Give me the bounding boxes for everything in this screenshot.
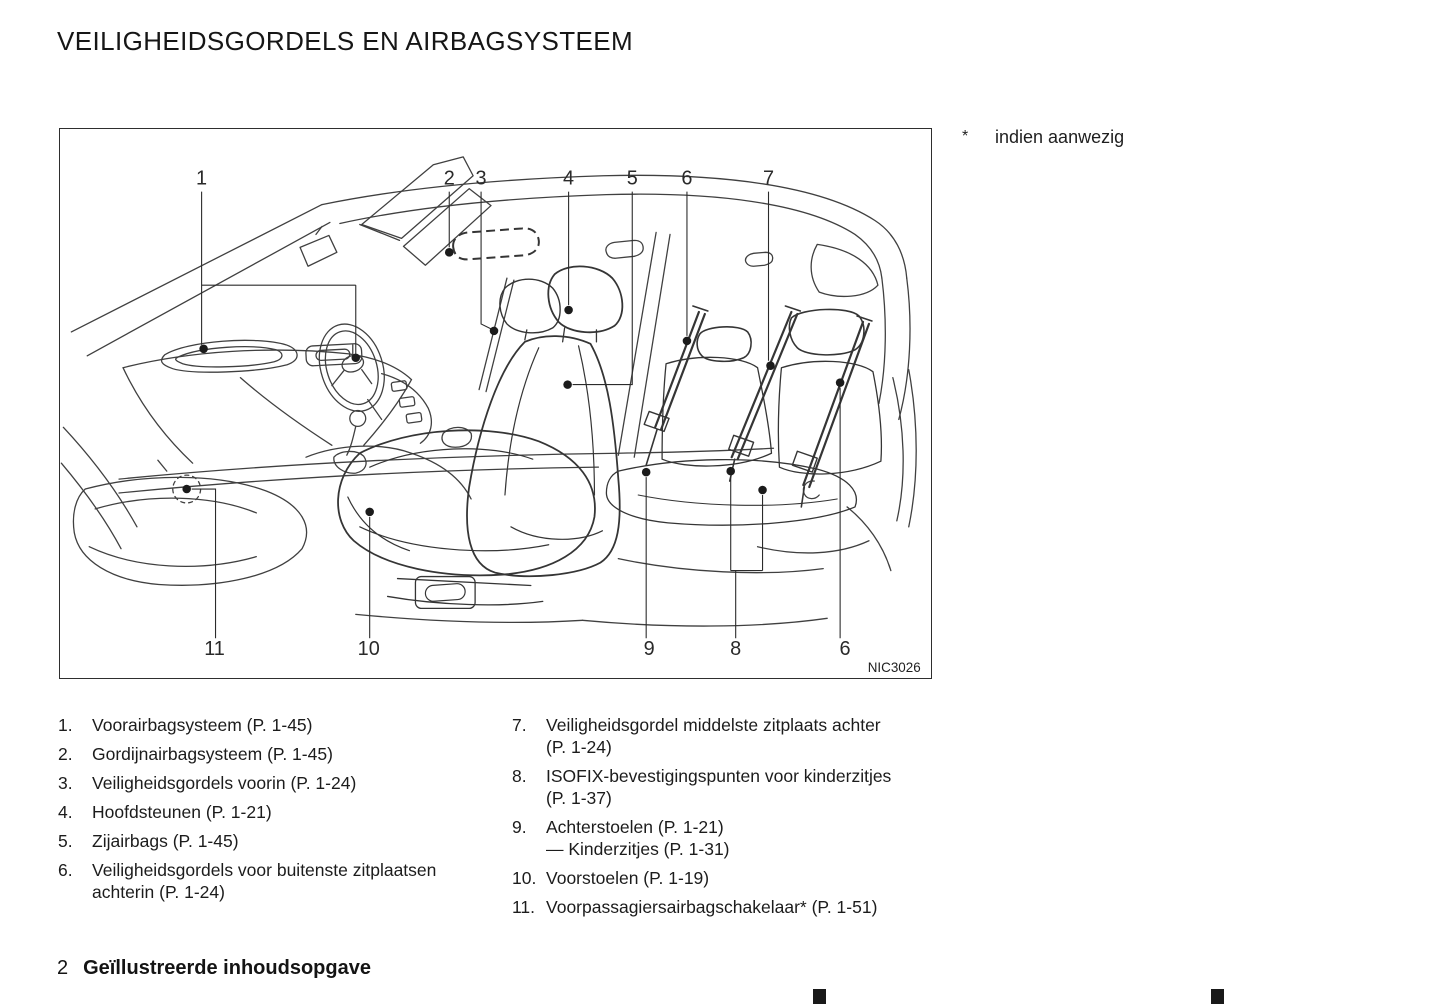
car-body-art [60,156,917,627]
legend-item-11: 11. Voorpassagiersairbagschakelaar* (P. … [512,896,940,918]
legend-item-number: 9. [512,817,527,837]
legend-item-number: 10. [512,868,537,888]
page-title: VEILIGHEIDSGORDELS EN AIRBAGSYSTEEM [57,26,634,56]
chapter-footer: 2 Geïllustreerde inhoudsopgave [57,957,371,980]
car-interior-line-art: 1 2 3 4 5 6 7 11 10 9 8 6 NIC3026 [60,156,921,675]
legend-item-1: 1. Voorairbagsysteem (P. 1-45) [58,714,510,736]
legend-item-10: 10. Voorstoelen (P. 1-19) [512,867,940,889]
legend-item-label: ISOFIX-bevestigingspunten voor kinderzit… [546,766,892,808]
legend-item-number: 8. [512,766,527,786]
callout-4: 4 [563,168,574,190]
legend-item-5: 5. Zijairbags (P. 1-45) [58,830,510,852]
legend-item-number: 3. [58,773,73,793]
legend-item-number: 7. [512,715,527,735]
callout-8: 8 [730,638,741,660]
legend-item-8: 8. ISOFIX-bevestigingspunten voor kinder… [512,765,940,809]
chapter-number: 2 [57,957,69,979]
legend-item-9: 9. Achterstoelen (P. 1-21)— Kinderzitjes… [512,816,940,860]
rear-seat-art [605,305,883,526]
legend-item-number: 11. [512,897,536,917]
callout-6-bottom: 6 [840,638,851,660]
thumb-index-tab-2 [1211,989,1224,1004]
legend-item-4: 4. Hoofdsteunen (P. 1-21) [58,801,510,823]
callout-2: 2 [444,168,455,190]
thumb-index-tab-1 [813,989,826,1004]
legend-item-label: Voorpassagiersairbagschakelaar* (P. 1-51… [546,897,878,917]
figure-code: NIC3026 [868,660,921,675]
legend-item-number: 4. [58,802,73,822]
callout-11: 11 [204,638,225,660]
legend-item-label: Hoofdsteunen (P. 1-21) [92,802,272,822]
legend-item-number: 2. [58,744,73,764]
front-seat-art [337,265,624,610]
callout-5: 5 [627,168,638,190]
legend-item-label: Veiligheidsgordels voor buitenste zitpla… [92,860,437,902]
legend-item-label: Voorairbagsysteem (P. 1-45) [92,715,313,735]
legend-item-number: 5. [58,831,73,851]
curtain-airbag-outline [452,227,540,261]
legend-item-6: 6. Veiligheidsgordels voor buitenste zit… [58,859,510,903]
footnote: * indien aanwezig [962,127,1124,148]
legend-item-label: Zijairbags (P. 1-45) [92,831,239,851]
legend-item-3: 3. Veiligheidsgordels voorin (P. 1-24) [58,772,510,794]
legend-right-column: 7. Veiligheidsgordel middelste zitplaats… [512,714,940,925]
callout-leader-lines [191,191,841,639]
callout-9: 9 [644,638,655,660]
legend-item-2: 2. Gordijnairbagsysteem (P. 1-45) [58,743,510,765]
legend-item-7: 7. Veiligheidsgordel middelste zitplaats… [512,714,940,758]
callout-6-top: 6 [681,168,692,190]
callout-3: 3 [476,168,487,190]
legend-item-label: Voorstoelen (P. 1-19) [546,868,710,888]
legend-left-column: 1. Voorairbagsysteem (P. 1-45) 2. Gordij… [58,714,510,910]
legend-item-label: Achterstoelen (P. 1-21)— Kinderzitjes (P… [546,817,730,859]
footnote-asterisk: * [962,128,969,145]
chapter-title: Geïllustreerde inhoudsopgave [83,957,371,979]
callout-7: 7 [763,168,774,190]
callout-1: 1 [196,168,207,190]
callout-dots [182,248,845,517]
legend-item-number: 6. [58,860,73,880]
callout-labels: 1 2 3 4 5 6 7 11 10 9 8 6 [196,168,851,660]
interior-diagram: 1 2 3 4 5 6 7 11 10 9 8 6 NIC3026 [59,128,932,679]
callout-10: 10 [358,638,380,660]
footnote-text: indien aanwezig [995,127,1125,147]
legend-item-number: 1. [58,715,73,735]
legend-item-label: Veiligheidsgordel middelste zitplaats ac… [546,715,881,757]
legend-item-label: Veiligheidsgordels voorin (P. 1-24) [92,773,357,793]
legend-item-label: Gordijnairbagsysteem (P. 1-45) [92,744,333,764]
